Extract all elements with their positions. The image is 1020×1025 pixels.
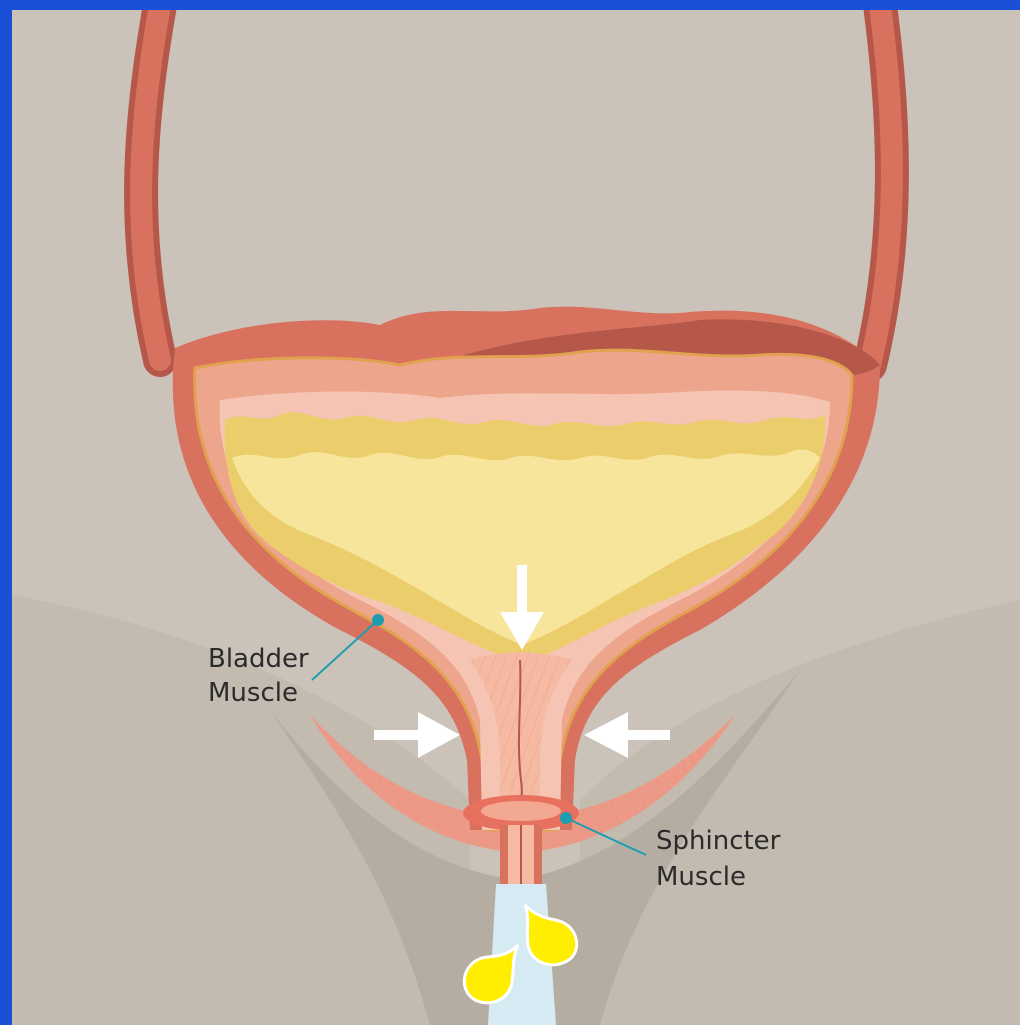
bladder-muscle-dot xyxy=(372,614,384,626)
sphincter-muscle-label-line2: Muscle xyxy=(656,862,746,892)
sphincter-muscle-label-line1: Sphincter xyxy=(656,826,781,856)
sphincter-inner xyxy=(481,801,561,821)
bladder-muscle-label-line1: Bladder xyxy=(208,644,309,674)
bladder-muscle-label-line2: Muscle xyxy=(208,678,298,708)
sphincter-muscle-dot xyxy=(560,812,572,824)
